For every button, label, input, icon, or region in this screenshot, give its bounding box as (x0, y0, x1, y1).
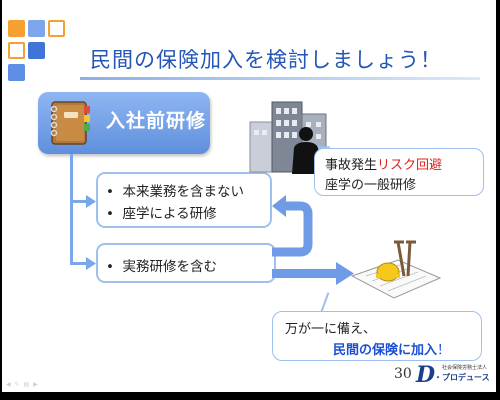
upper-bullet-box: • 本来業務を含まない • 座学による研修 (96, 172, 272, 228)
training-box: 入社前研修 (38, 92, 210, 154)
insurance-callout: 万が一に備え、 民間の保険に加入！ (272, 311, 482, 361)
risk-callout-prefix: 事故発生 (325, 158, 378, 173)
logo-mark: D (416, 362, 436, 388)
bullet-item: • 実務研修を含む (106, 259, 218, 275)
risk-callout-line1: 事故発生リスク回避 (325, 154, 442, 173)
tree-connector (70, 262, 94, 265)
slide: 民間の保険加入を検討しましょう！ 入社前研修 • 本来業務を含まない • 座学に… (2, 0, 496, 392)
arrow-left-icon (272, 195, 313, 257)
bullet-item: • 座学による研修 (106, 206, 217, 222)
bullet-text: 実務研修を含む (122, 259, 218, 275)
bullet-item: • 本来業務を含まない (106, 184, 245, 200)
title-underline (80, 77, 480, 80)
deco-square (8, 42, 25, 59)
arrow-right-icon (272, 262, 354, 285)
logo-name: ・プロデュース (434, 373, 490, 382)
deco-square (28, 20, 45, 37)
insurance-callout-highlight: 民間の保険に加入 (333, 343, 438, 358)
bullet-text: 本来業務を含まない (122, 184, 245, 200)
prev-slide-icon[interactable]: ◀ (6, 381, 12, 388)
menu-icon[interactable]: ▤ (23, 381, 31, 388)
tree-arrowhead (86, 257, 96, 270)
tree-connector (70, 154, 73, 264)
risk-callout-highlight: リスク回避 (377, 158, 443, 173)
next-slide-icon[interactable]: ▶ (33, 381, 39, 388)
insurance-callout-line1: 万が一に備え、 (285, 322, 377, 337)
risk-callout: 事故発生リスク回避 座学の一般研修 (314, 148, 484, 196)
pen-icon[interactable]: ✎ (14, 381, 21, 388)
deco-square (8, 64, 25, 81)
deco-square (28, 42, 45, 59)
injury-crutches-icon (350, 240, 442, 299)
notebook-icon (50, 101, 90, 145)
bullet-text: 座学による研修 (122, 206, 217, 222)
slide-toolbar[interactable]: ◀ ✎ ▤ ▶ (6, 381, 39, 388)
lower-bullet-box: • 実務研修を含む (96, 243, 276, 283)
slide-title: 民間の保険加入を検討しましょう！ (90, 48, 442, 72)
deco-square (48, 20, 65, 37)
risk-callout-line2: 座学の一般研修 (325, 178, 417, 193)
insurance-callout-suffix: ！ (437, 343, 451, 358)
insurance-callout-line2: 民間の保険に加入！ (333, 339, 450, 358)
tree-arrowhead (86, 195, 96, 208)
page-number: 30 (394, 366, 412, 382)
training-label: 入社前研修 (106, 110, 207, 132)
deco-square (8, 20, 25, 37)
callout-pointer (320, 292, 330, 312)
tree-connector (70, 200, 94, 203)
logo-org: 社会保険労務士法人 (442, 365, 488, 371)
